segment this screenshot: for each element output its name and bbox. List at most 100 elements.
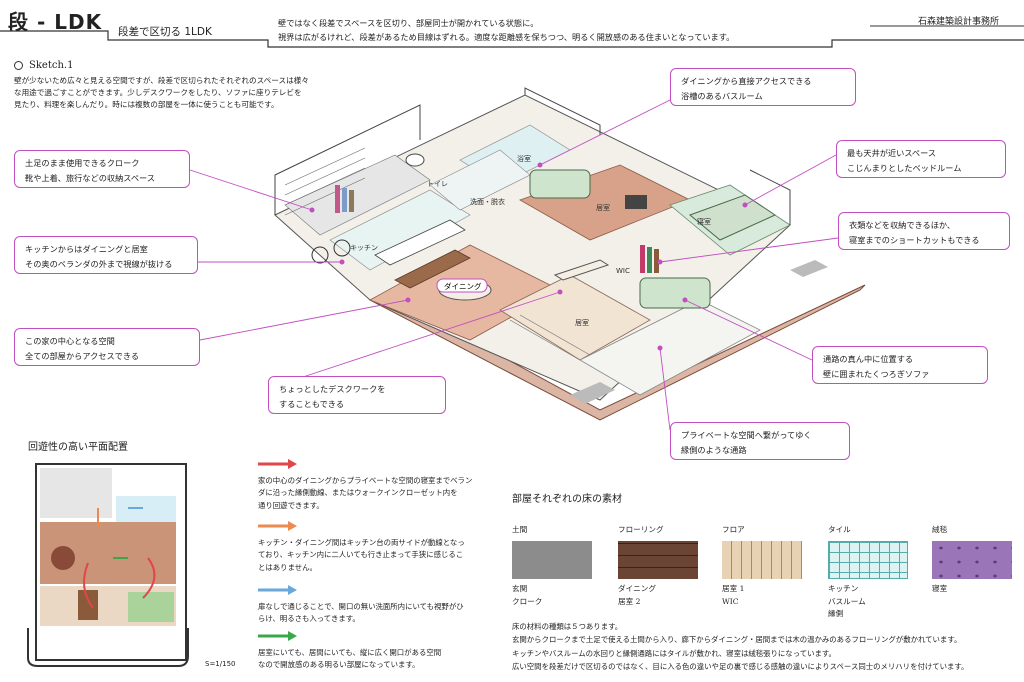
callout-text: 寝室までのショートカットもできる [849, 235, 980, 245]
tv [625, 195, 647, 209]
material-name: 絨毯 [932, 525, 948, 534]
plan-title: 回遊性の高い平面配置 [28, 442, 128, 453]
material-room: 居室 1 [722, 584, 745, 593]
wall-right [749, 169, 791, 225]
intro-line: 壁が少ないため広々と見える空間ですが、段差で区切られたそれぞれのスペースは様々 [14, 76, 309, 85]
sofa-center [639, 277, 711, 309]
callout-storage: 衣類などを収納できるほか、 寝室までのショートカットもできる [838, 212, 1010, 250]
material-room: ダイニング [618, 584, 656, 593]
callout-text: 靴や上着、旅行などの収納スペース [25, 173, 156, 183]
material-room: 居室 2 [618, 596, 641, 606]
plan-doma [40, 468, 112, 518]
callout-text: 最も天井が近いスペース [847, 148, 937, 158]
steps [509, 314, 591, 361]
label-bath: 浴室 [517, 154, 531, 163]
circle-icon [14, 61, 23, 70]
kitchen-counter [374, 219, 466, 266]
material-room: 玄関 [512, 584, 528, 593]
note-line: キッチンやバスルームの水回りと縁側通路にはタイルが敷かれ、寝室は絨毯張りになって… [512, 648, 836, 658]
material-room: キッチン [828, 584, 859, 593]
callout-kitchen: キッチンからはダイニングと居室 その奥のベランダの外まで視線が抜ける [14, 236, 198, 274]
wall-back [524, 87, 601, 135]
legend-text: 扉なしで通じることで、開口の無い洗面所内にいても視野がひ [258, 601, 464, 611]
intro-line: 見たり、料理を楽しんだり。時には複数の部屋を一体に使うことも可能です。 [14, 100, 279, 109]
callout-center: この家の中心となる空間 全ての部屋からアクセスできる [14, 328, 200, 366]
step-stone [570, 382, 615, 404]
callout-text: 縁側のような通路 [681, 445, 747, 455]
wic-clothes [654, 249, 659, 273]
floor-doma [284, 154, 431, 236]
legend-text: 通り回遊できます。 [258, 500, 324, 510]
header-description: 壁ではなく段差でスペースを区切り、部屋同士が開かれている状態に。 視界は広がるけ… [278, 16, 734, 44]
note-line: 床の材料の種類は５つあります。 [512, 622, 623, 631]
callout-text: キッチンからはダイニングと居室 [25, 244, 148, 254]
callout-cloak: 土足のまま使用できるクローク 靴や上着、旅行などの収納スペース [14, 150, 190, 188]
legend-item: キッチン・ダイニング間はキッチン台の両サイドが動線となっており、キッチン内に二人… [258, 520, 486, 574]
material-swatch [512, 541, 592, 579]
header-step-line [0, 25, 1024, 48]
callout-text: こじんまりとしたベッドルーム [847, 163, 962, 173]
isometric-sketch: トイレ 浴室 洗面・脱衣 居室 寝室 キッチン WIC 居室 ダイニング [189, 87, 866, 431]
material-item: 絨毯寝室 [932, 524, 1014, 596]
sofa-living2 [529, 169, 591, 199]
material-item: フローリングダイニング居室 2 [618, 524, 700, 608]
plan-scale: S=1/150 [205, 660, 236, 668]
wic-clothes [640, 245, 645, 273]
room-labels: トイレ 浴室 洗面・脱衣 居室 寝室 キッチン WIC 居室 [350, 154, 711, 327]
legend-item: 居室にいても、居間にいても、縦に広く開口がある空間なので開放感のある明るい部屋に… [258, 630, 486, 672]
material-name: フローリング [618, 525, 664, 534]
legend-text: なので開放感のある明るい部屋になっています。 [258, 660, 420, 669]
callout-text: この家の中心となる空間 [25, 336, 115, 346]
label-kitchen: キッチン [350, 244, 378, 252]
material-name: 土間 [512, 525, 528, 534]
material-swatch [932, 541, 1012, 579]
material-room: バスルーム [828, 596, 866, 606]
floor-plan [27, 463, 189, 667]
legend-item: 扉なしで通じることで、開口の無い洗面所内にいても視野がひらけ、明るさも入ってきま… [258, 584, 486, 626]
sketch-label: Sketch.1 [14, 60, 73, 71]
wic-clothes [647, 247, 652, 273]
callout-text: 浴槽のあるバスルーム [681, 91, 763, 101]
materials-title: 部屋それぞれの床の素材 [512, 494, 622, 505]
callout-dots [309, 162, 748, 351]
callout-text: ダイニングから直接アクセスできる [681, 76, 812, 86]
material-item: タイルキッチンバスルーム縁側 [828, 524, 910, 621]
clothes [342, 188, 347, 212]
material-room: クローク [512, 596, 543, 606]
legend-item: 家の中心のダイニングからプライベートな空間の寝室までベランダに沿った縁側動線、ま… [258, 458, 486, 512]
bicycle [311, 246, 329, 264]
material-name: タイル [828, 525, 851, 534]
material-item: 土間玄関クローク [512, 524, 594, 608]
callout-text: 通路の真ん中に位置する [823, 354, 914, 364]
callout-leaders [189, 94, 839, 431]
page-subtitle: 段差で区切る 1LDK [118, 26, 212, 38]
desk [553, 259, 610, 281]
legend-text: キッチン・ダイニング間はキッチン台の両サイドが動線となっ [258, 537, 465, 547]
label-living1: 居室 [575, 318, 589, 327]
callout-text: その奥のベランダの外まで視線が抜ける [25, 259, 173, 269]
material-room: 縁側 [828, 609, 844, 618]
callout-desk: ちょっとしたデスクワークを することもできる [268, 376, 446, 414]
clothes [349, 190, 354, 212]
plan-bedroom [128, 592, 174, 622]
callout-text: プライベートな空間へ繋がってゆく [681, 430, 812, 440]
floor-kitchen-tile [329, 189, 471, 271]
callout-text: することもできる [279, 399, 345, 409]
arrow-icon [258, 631, 297, 641]
callout-text: 壁に囲まれたくつろぎソファ [823, 369, 930, 379]
callout-sofa: 通路の真ん中に位置する 壁に囲まれたくつろぎソファ [812, 346, 988, 384]
clothes [335, 185, 340, 213]
label-toilet: トイレ [427, 180, 448, 188]
callout-engawa: プライベートな空間へ繋がってゆく 縁側のような通路 [670, 422, 850, 460]
note-line: 玄関からクロークまで土足で使える土間から入り、廊下からダイニング・居間までは木の… [512, 635, 962, 645]
cloak-shelves [284, 147, 366, 216]
legend-text: ダに沿った縁側動線、またはウォークインクローゼット内を [258, 488, 458, 497]
description-line-2: 視界は広がるけれど、段差があるため目線はずれる。適度な距離感を保ちつつ、明るく開… [278, 32, 735, 42]
bicycle [333, 239, 351, 257]
material-name: フロア [722, 525, 745, 534]
callout-text: ちょっとしたデスクワークを [279, 384, 386, 394]
label-washroom: 洗面・脱衣 [470, 197, 505, 206]
material-room: 寝室 [932, 584, 948, 593]
sketch-label-text: Sketch.1 [29, 60, 74, 71]
plan-table [51, 546, 75, 570]
